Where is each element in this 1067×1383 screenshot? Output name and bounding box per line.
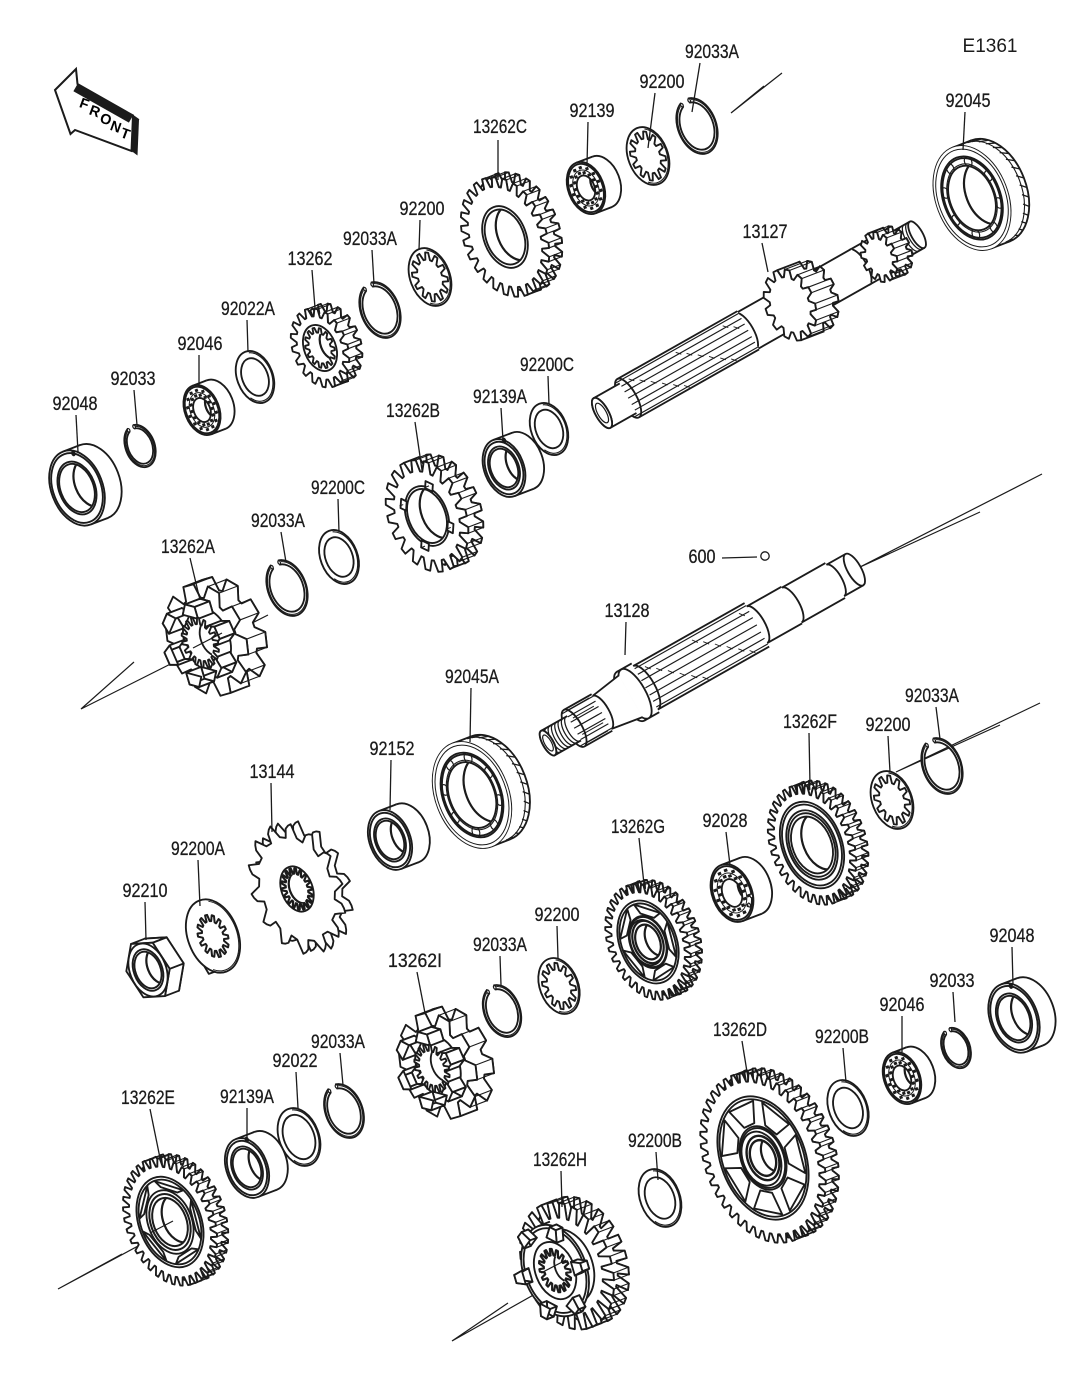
svg-text:92033: 92033 bbox=[111, 368, 156, 390]
svg-text:92152: 92152 bbox=[370, 738, 415, 760]
svg-text:92045: 92045 bbox=[946, 90, 991, 112]
svg-text:92139A: 92139A bbox=[473, 386, 527, 408]
svg-text:N: N bbox=[108, 118, 123, 137]
svg-text:92048: 92048 bbox=[53, 393, 98, 415]
svg-text:13262: 13262 bbox=[288, 248, 333, 270]
svg-text:O: O bbox=[97, 111, 113, 130]
svg-text:92033A: 92033A bbox=[685, 41, 739, 63]
svg-text:600: 600 bbox=[689, 546, 716, 568]
svg-text:13262I: 13262I bbox=[388, 950, 442, 972]
svg-text:13128: 13128 bbox=[605, 600, 650, 622]
svg-text:13127: 13127 bbox=[743, 221, 788, 243]
svg-text:13262C: 13262C bbox=[473, 116, 527, 138]
svg-text:92048: 92048 bbox=[990, 925, 1035, 947]
svg-text:92028: 92028 bbox=[703, 810, 748, 832]
svg-text:92022A: 92022A bbox=[221, 298, 275, 320]
svg-text:13262E: 13262E bbox=[121, 1087, 175, 1109]
svg-text:13262D: 13262D bbox=[713, 1019, 767, 1041]
svg-text:92033A: 92033A bbox=[905, 685, 959, 707]
svg-text:92200A: 92200A bbox=[171, 838, 225, 860]
svg-text:92200C: 92200C bbox=[520, 354, 574, 376]
svg-text:92200B: 92200B bbox=[815, 1026, 869, 1048]
svg-text:13262G: 13262G bbox=[611, 816, 665, 838]
svg-text:92200: 92200 bbox=[866, 714, 911, 736]
svg-text:13144: 13144 bbox=[250, 761, 295, 783]
svg-text:92046: 92046 bbox=[178, 333, 223, 355]
svg-text:92033A: 92033A bbox=[311, 1031, 365, 1053]
svg-text:92046: 92046 bbox=[880, 994, 925, 1016]
svg-text:92033A: 92033A bbox=[473, 934, 527, 956]
svg-text:92045A: 92045A bbox=[445, 666, 499, 688]
svg-text:13262F: 13262F bbox=[783, 711, 837, 733]
svg-text:92200: 92200 bbox=[535, 904, 580, 926]
svg-text:92200B: 92200B bbox=[628, 1130, 682, 1152]
svg-text:13262H: 13262H bbox=[533, 1149, 587, 1171]
svg-text:92033A: 92033A bbox=[343, 228, 397, 250]
svg-text:92200: 92200 bbox=[640, 71, 685, 93]
svg-text:92139: 92139 bbox=[570, 100, 615, 122]
svg-text:13262B: 13262B bbox=[386, 400, 440, 422]
svg-text:13262A: 13262A bbox=[161, 536, 215, 558]
svg-text:92139A: 92139A bbox=[220, 1086, 274, 1108]
svg-text:92210: 92210 bbox=[123, 880, 168, 902]
svg-text:92200: 92200 bbox=[400, 198, 445, 220]
svg-text:92200C: 92200C bbox=[311, 477, 365, 499]
svg-text:92033A: 92033A bbox=[251, 510, 305, 532]
svg-text:92022: 92022 bbox=[273, 1050, 318, 1072]
svg-text:E1361: E1361 bbox=[963, 36, 1018, 57]
svg-text:92033: 92033 bbox=[930, 970, 975, 992]
